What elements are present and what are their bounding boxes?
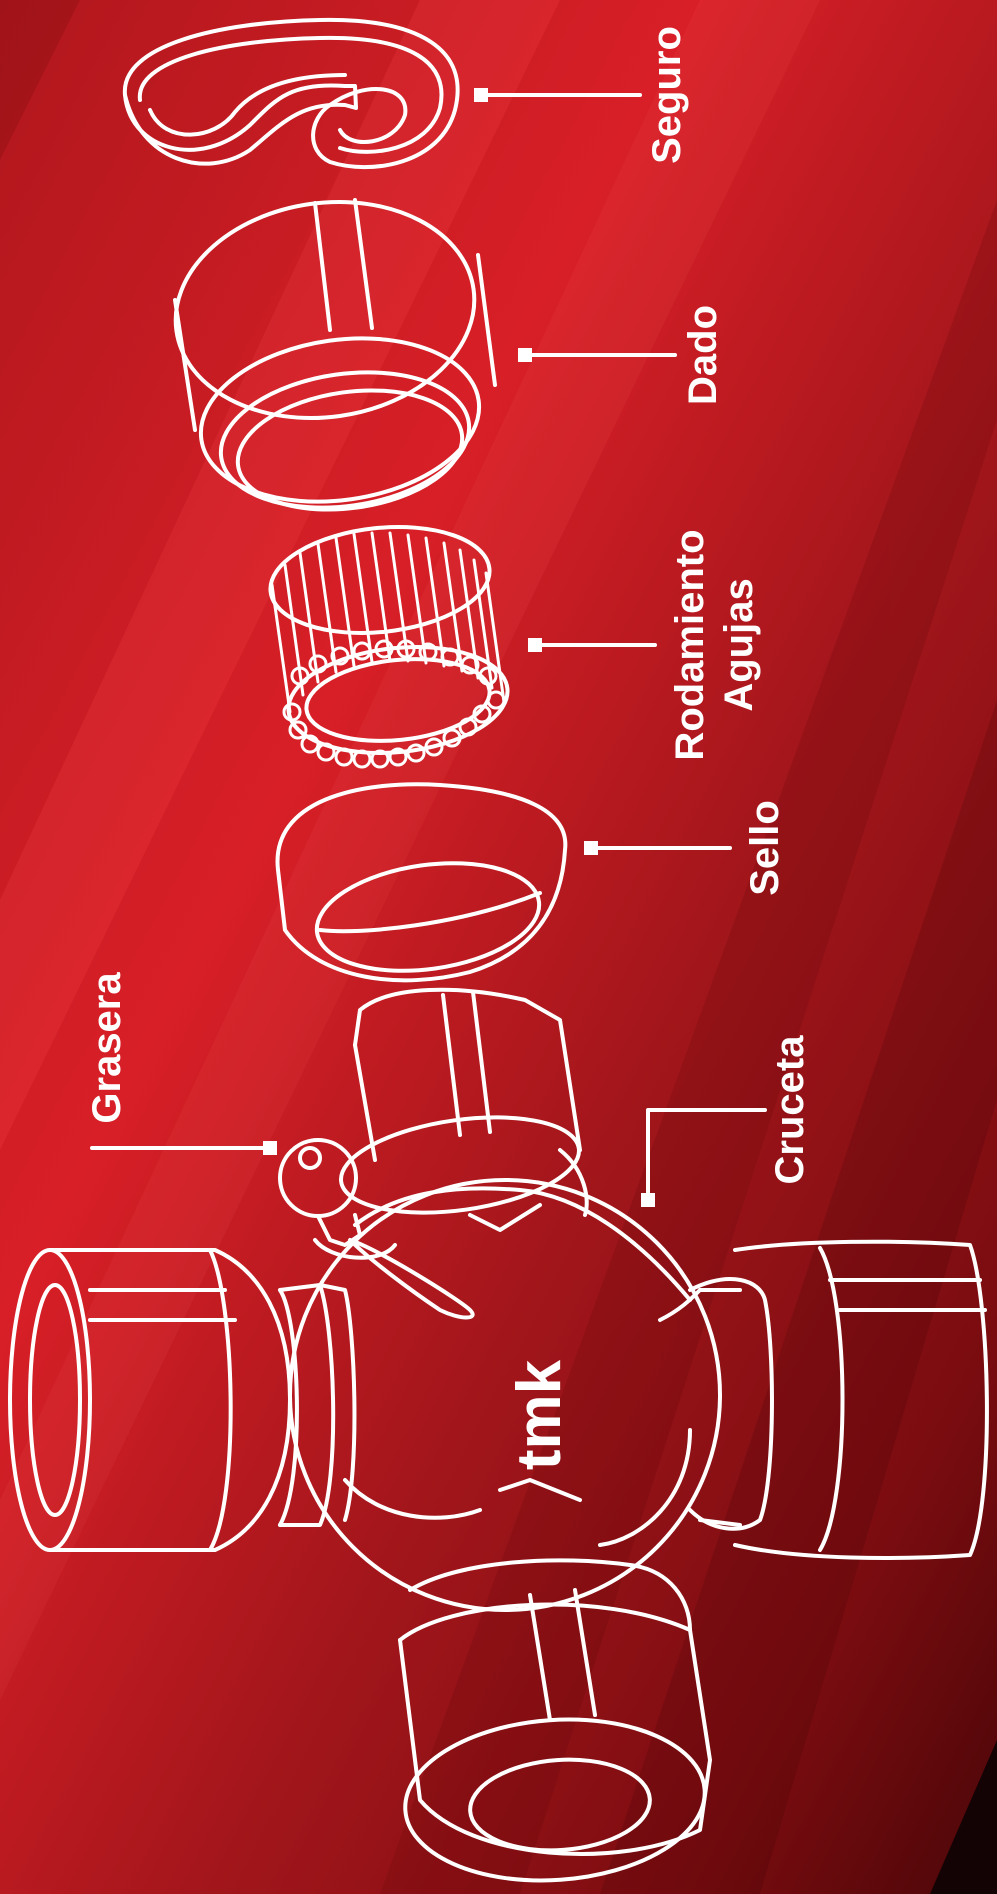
label-rodamiento: Rodamiento <box>668 529 712 760</box>
label-dado: Dado <box>681 305 725 405</box>
brand-logo: tmk <box>505 1359 574 1470</box>
label-agujas: Agujas <box>717 578 761 711</box>
label-cruceta: Cruceta <box>768 1035 812 1185</box>
label-sello: Sello <box>743 800 787 896</box>
label-grasera: Grasera <box>85 972 129 1124</box>
label-seguro: Seguro <box>645 26 689 164</box>
